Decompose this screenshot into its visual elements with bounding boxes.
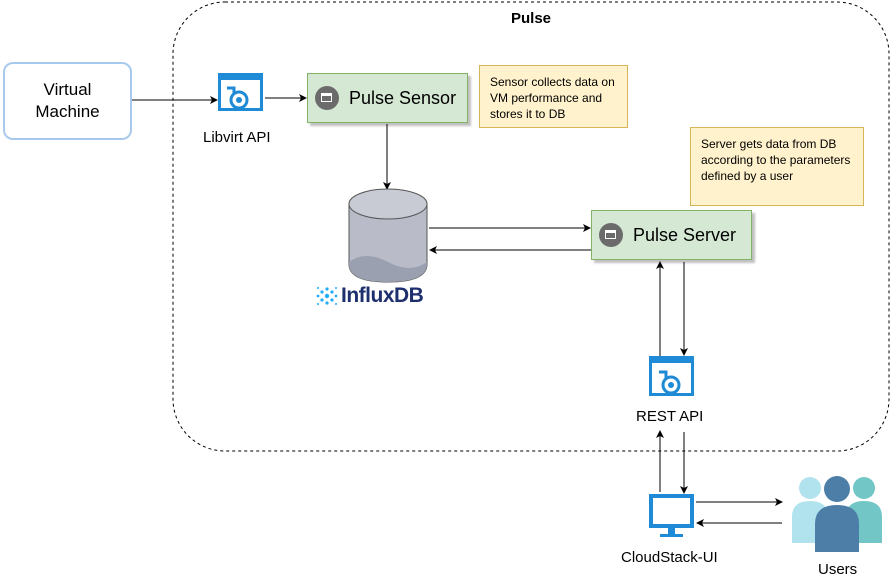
influxdb-logo-icon [316,287,338,305]
virtual-machine-label: Virtual Machine [35,80,100,121]
influxdb-label: InfluxDB [341,284,424,307]
monitor-icon [649,494,694,537]
users-label: Users [818,561,858,578]
cloudstack-ui-label: CloudStack-UI [621,549,718,566]
pulse-sensor-node[interactable]: Pulse Sensor [307,73,468,123]
pulse-server-label: Pulse Server [633,224,737,245]
pulse-server-node[interactable]: Pulse Server [591,210,752,260]
virtual-machine-node[interactable]: Virtual Machine [3,62,132,140]
sensor-note: Sensor collects data on VM performance a… [479,65,628,128]
rest-api-label: REST API [636,408,704,425]
libvirt-api-label: Libvirt API [203,129,271,146]
users-group-icon [792,476,882,552]
api-window-icon [649,356,694,396]
api-window-icon [218,73,263,111]
pulse-group-title: Pulse [511,10,552,27]
server-window-icon [599,223,623,247]
connectors [132,94,783,527]
server-window-icon [315,86,339,110]
pulse-group-border [172,1,890,452]
database-cylinder-icon [348,188,428,283]
pulse-sensor-label: Pulse Sensor [349,87,457,108]
server-note: Server gets data from DB according to th… [690,127,864,206]
